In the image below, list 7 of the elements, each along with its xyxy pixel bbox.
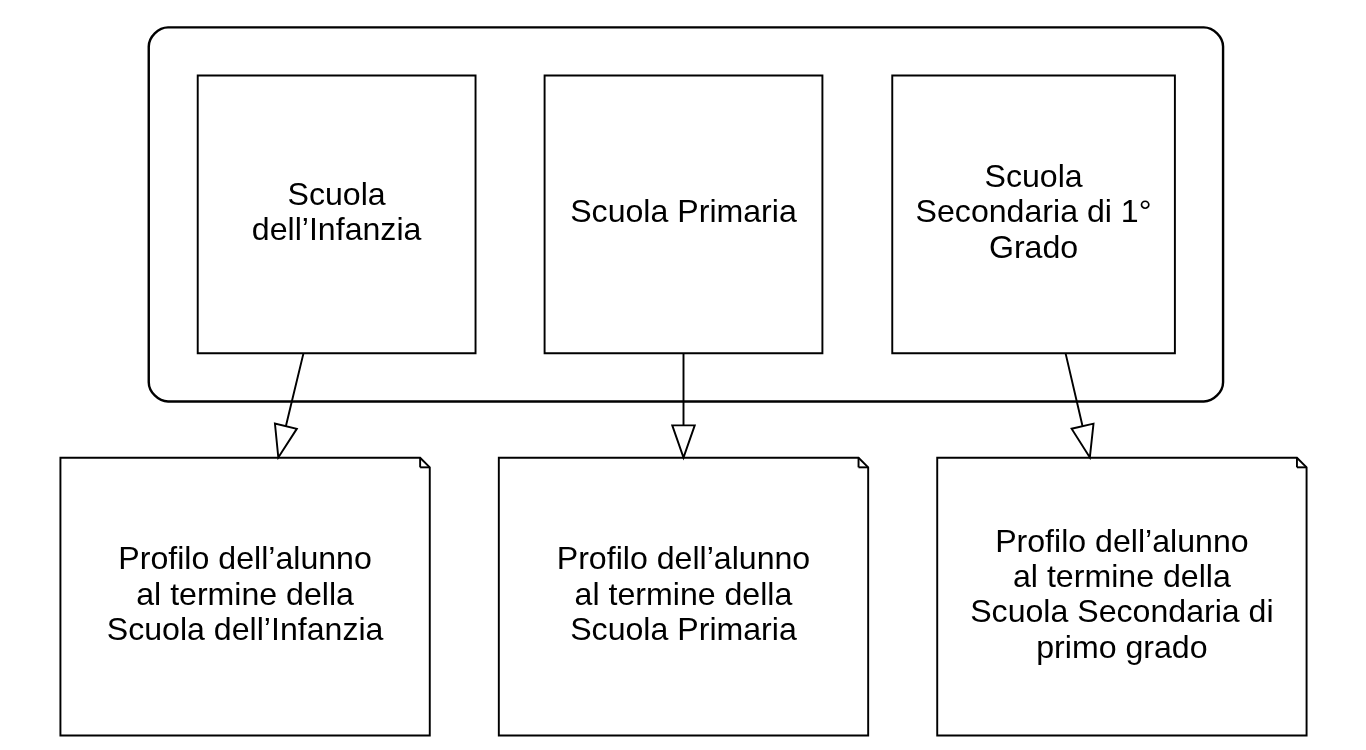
node-box: Scuola Primaria — [543, 74, 823, 355]
node-box: Scuola dell’Infanzia — [196, 74, 476, 355]
cluster — [147, 26, 1224, 403]
node-box: Scuola Secondaria di 1° Grado — [890, 74, 1176, 355]
arrow — [1064, 352, 1095, 461]
arrow — [670, 352, 696, 461]
arrow — [273, 352, 304, 461]
